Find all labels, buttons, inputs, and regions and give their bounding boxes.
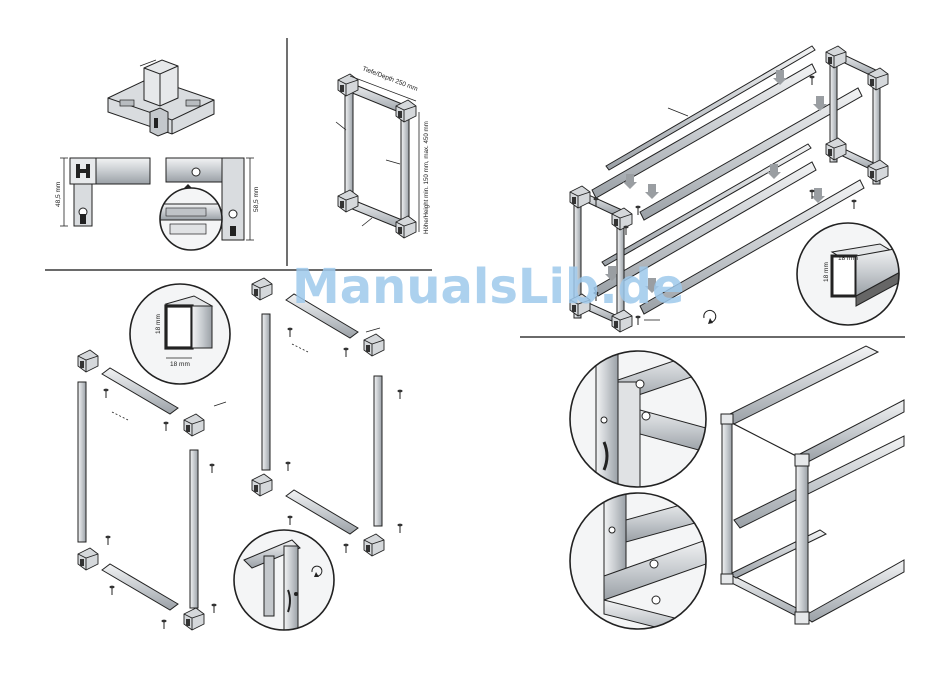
exploded-frames-panel: 18 mm 18 mm bbox=[78, 278, 403, 636]
watermark-text: ManualsLib.de bbox=[292, 259, 684, 315]
connector-detail-panel: 48,5 mm 58,5 mm bbox=[55, 60, 260, 250]
dim-profile-height-right: 18 mm bbox=[823, 262, 830, 282]
rotate-arrow-icon bbox=[704, 310, 716, 324]
corner-connector-icon bbox=[108, 60, 214, 136]
dim-profile-width-right: 18 mm bbox=[838, 255, 858, 262]
dim-connector-height: 48,5 mm bbox=[55, 182, 62, 207]
joint-detail-panel bbox=[570, 350, 706, 640]
profile-detail-right: 18 mm 18 mm bbox=[797, 223, 904, 325]
profile-detail-left: 18 mm 18 mm bbox=[130, 284, 230, 384]
connector-front-view: 48,5 mm bbox=[55, 158, 150, 226]
magnifier-detail-icon bbox=[160, 188, 222, 250]
dim-profile-height: 18 mm bbox=[155, 314, 162, 334]
side-frame-panel: Tiefe/Depth 250 mm Höhe/Height min. 150 … bbox=[336, 65, 430, 238]
dim-depth: Tiefe/Depth 250 mm bbox=[361, 65, 418, 93]
dim-height-range: Höhe/Height min. 150 mm, max. 450 mm bbox=[423, 121, 430, 234]
assembled-shelf-panel bbox=[721, 346, 904, 624]
dim-connector-height-alt: 58,5 mm bbox=[253, 187, 260, 212]
dim-profile-width: 18 mm bbox=[170, 361, 190, 368]
connector-insert-detail bbox=[234, 530, 334, 636]
